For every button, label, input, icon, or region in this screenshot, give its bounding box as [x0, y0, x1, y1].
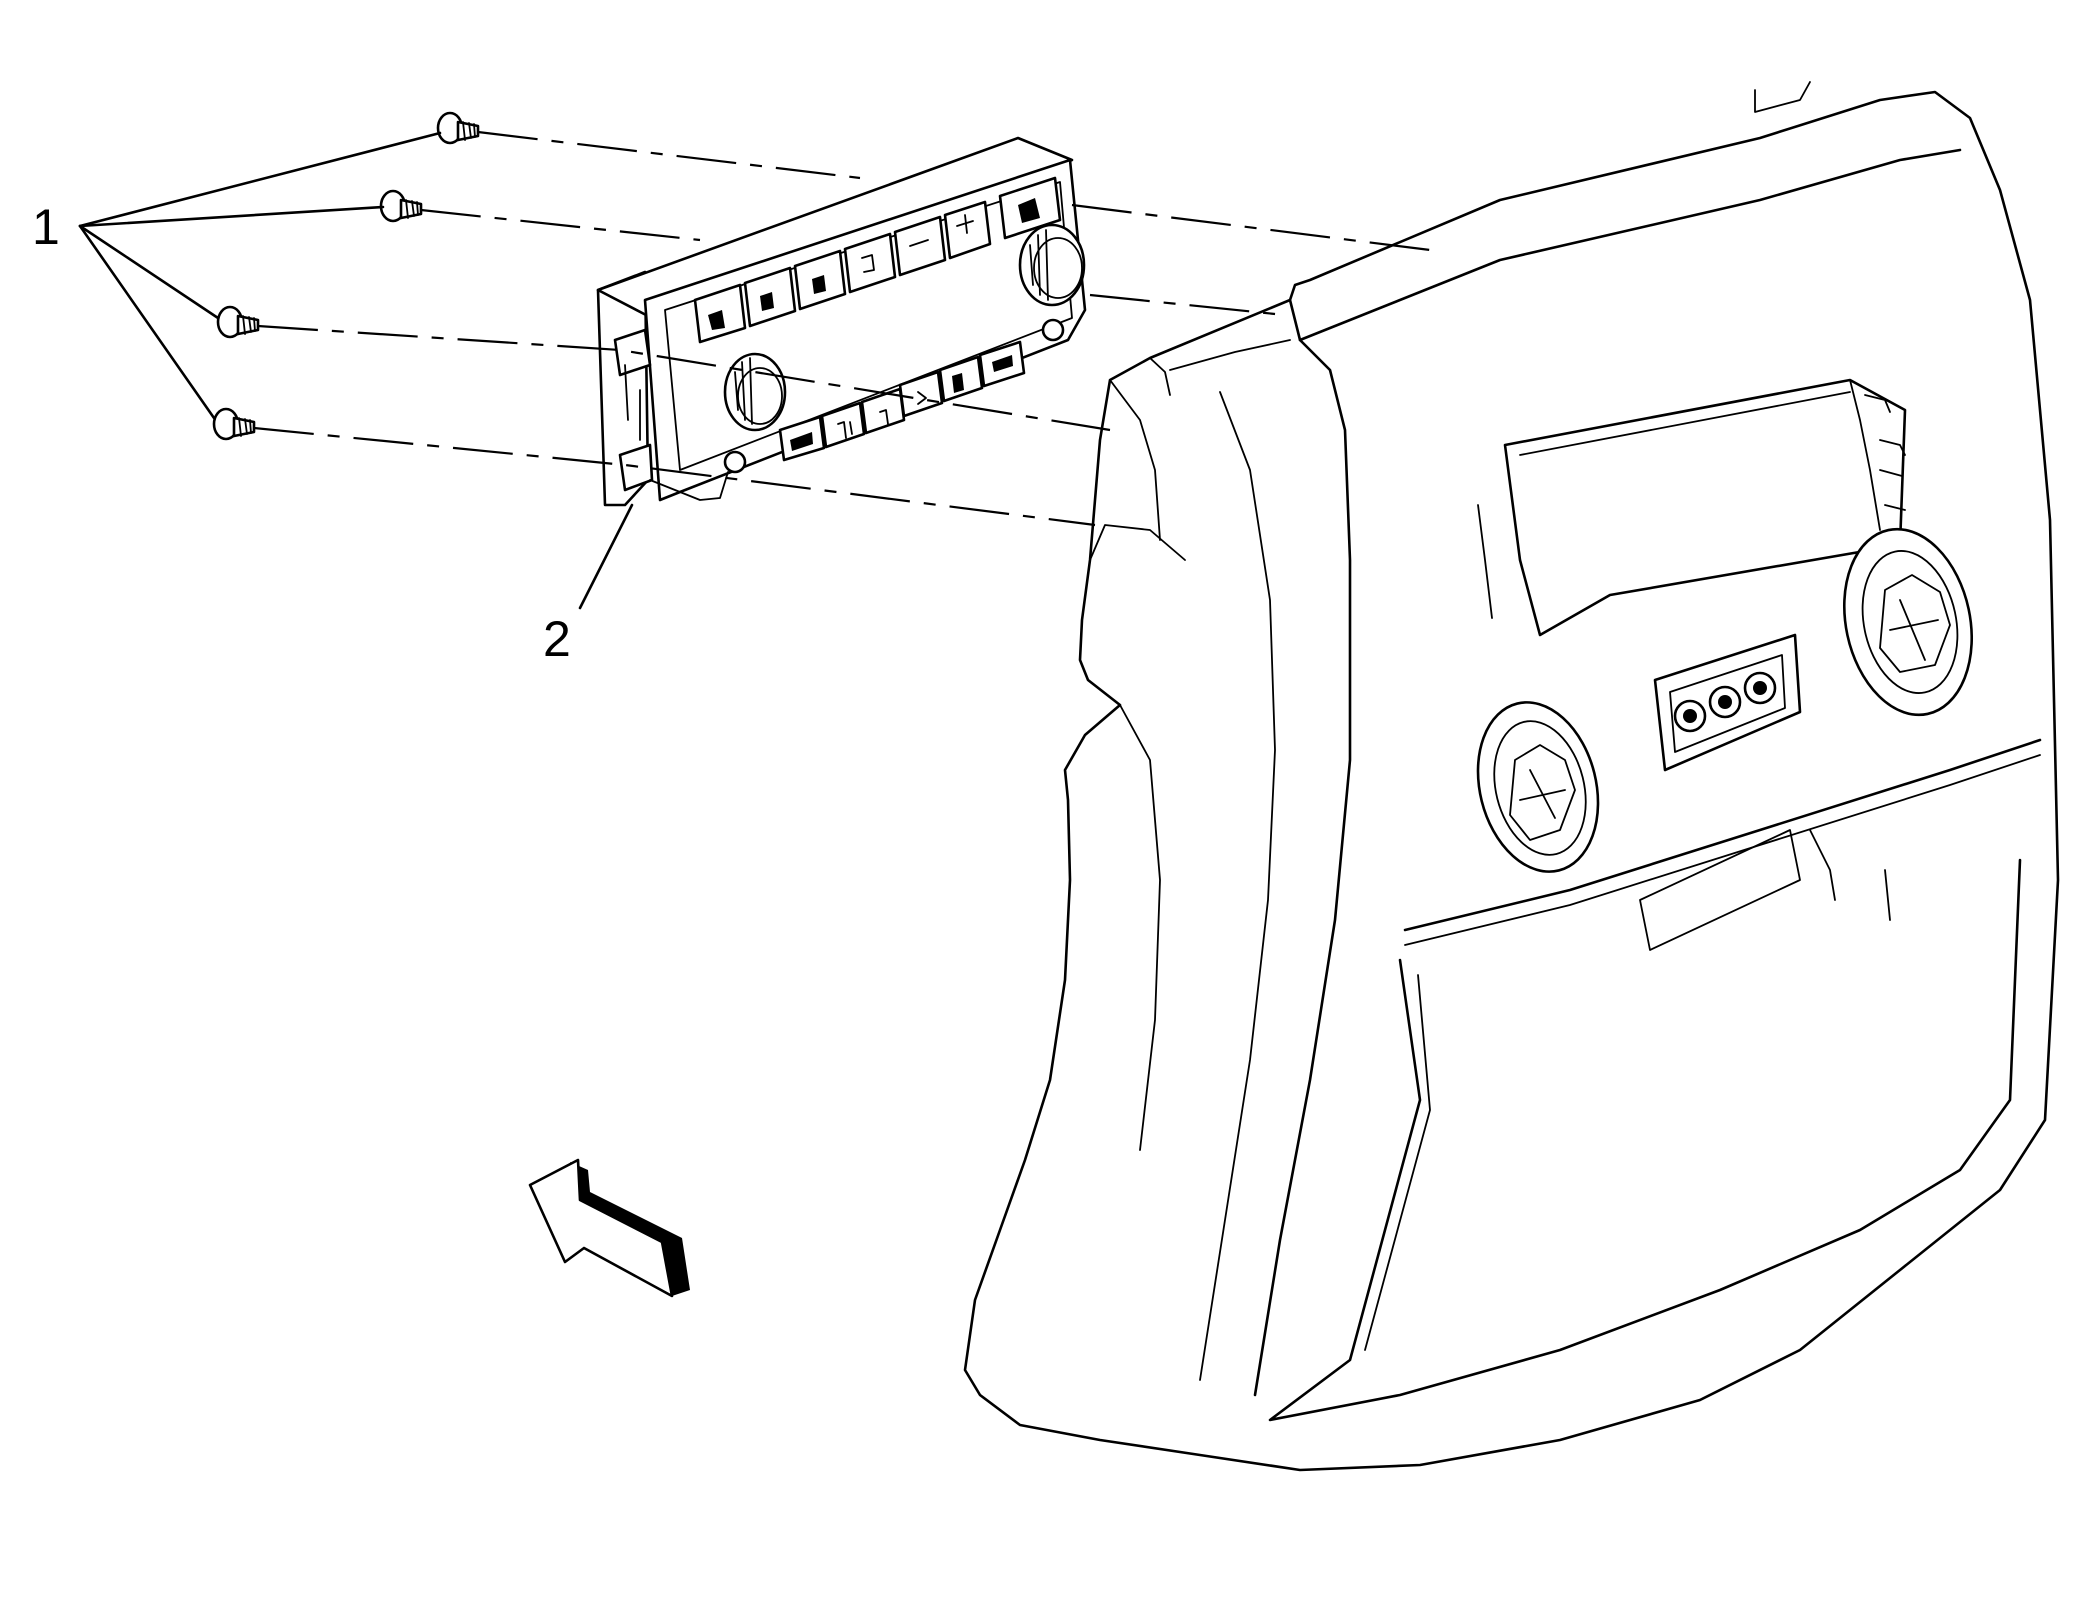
switch-block	[1653, 633, 1802, 772]
instrument-panel-bezel	[963, 81, 2060, 1472]
hvac-control-module	[596, 136, 1087, 507]
bottom-button-row	[723, 318, 1065, 474]
screw-1	[436, 111, 480, 145]
top-button-row	[693, 176, 1062, 344]
callout-1-label: 1	[32, 199, 60, 255]
left-control-knob	[723, 352, 787, 432]
right-control-knob	[1018, 223, 1086, 307]
right-air-vent	[1842, 527, 1974, 717]
fastener-screws	[212, 111, 480, 441]
alignment-lines	[253, 130, 1431, 527]
callout-2-label: 2	[543, 611, 571, 667]
vehicle-front-arrow	[528, 1158, 690, 1298]
leader-lines	[78, 131, 634, 610]
screw-2	[379, 189, 423, 223]
screw-4	[212, 407, 256, 441]
screw-3	[216, 305, 260, 339]
left-air-vent	[1476, 701, 1600, 873]
